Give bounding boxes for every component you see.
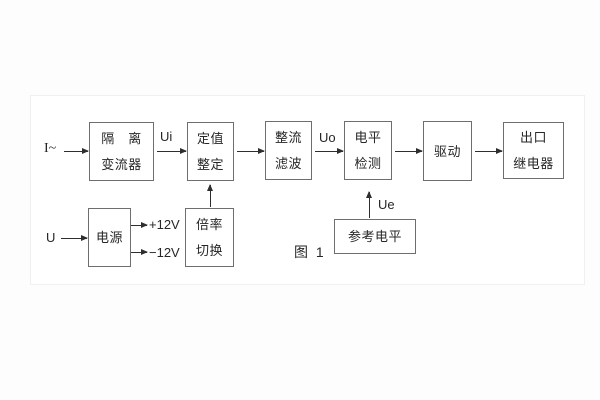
- block-line: 参考电平: [347, 229, 402, 244]
- figure-caption: 图 1: [294, 244, 326, 260]
- block-line: 滤波: [274, 156, 302, 171]
- block-power-supply: 电源: [88, 208, 131, 267]
- block-ratio-switch: 倍率 切换: [185, 208, 234, 267]
- block-isolation-transformer: 隔 离 变流器: [89, 122, 154, 181]
- block-line: 驱动: [433, 143, 461, 159]
- label-input-voltage: U: [46, 230, 56, 245]
- arrow-setpoint-to-rectifier: [237, 148, 265, 154]
- block-line: 电源: [95, 230, 123, 245]
- block-setpoint-adjust: 定值 整定: [187, 122, 234, 181]
- label-plus-12v: +12V: [149, 217, 180, 232]
- block-line: 检测: [354, 156, 382, 171]
- block-line: 切换: [195, 243, 223, 258]
- arrow-rectifier-to-level: [315, 148, 344, 154]
- label-input-current: I~: [44, 141, 57, 156]
- arrow-input-current: [64, 148, 89, 154]
- block-line: 变流器: [101, 157, 142, 172]
- block-line: 电平: [354, 130, 382, 145]
- label-minus-12v: −12V: [149, 245, 180, 260]
- label-ue: Ue: [378, 197, 395, 212]
- arrow-input-voltage: [61, 235, 88, 241]
- block-line: 整定: [196, 157, 224, 172]
- block-line: 继电器: [513, 156, 554, 171]
- block-line: 倍率: [195, 217, 223, 232]
- block-line: 定值: [196, 131, 224, 146]
- block-driver: 驱动: [423, 121, 472, 181]
- block-rectifier-filter: 整流 滤波: [265, 121, 312, 180]
- arrow-reference-to-level: [366, 191, 372, 218]
- arrow-driver-to-relay: [475, 148, 503, 154]
- arrow-level-to-driver: [395, 148, 423, 154]
- label-ui: Ui: [160, 129, 173, 144]
- label-uo: Uo: [319, 130, 336, 145]
- block-line: 隔 离: [101, 131, 142, 146]
- block-line: 出口: [519, 130, 547, 145]
- arrow-isolation-to-setpoint: [157, 148, 187, 154]
- arrow-ratio-to-setpoint: [207, 184, 213, 207]
- block-line: 整流: [274, 130, 302, 145]
- arrow-plus-12v: [131, 222, 148, 228]
- arrow-minus-12v: [131, 249, 148, 255]
- block-reference-level: 参考电平: [334, 219, 416, 254]
- block-level-detector: 电平 检测: [344, 121, 392, 180]
- block-output-relay: 出口 继电器: [503, 122, 564, 179]
